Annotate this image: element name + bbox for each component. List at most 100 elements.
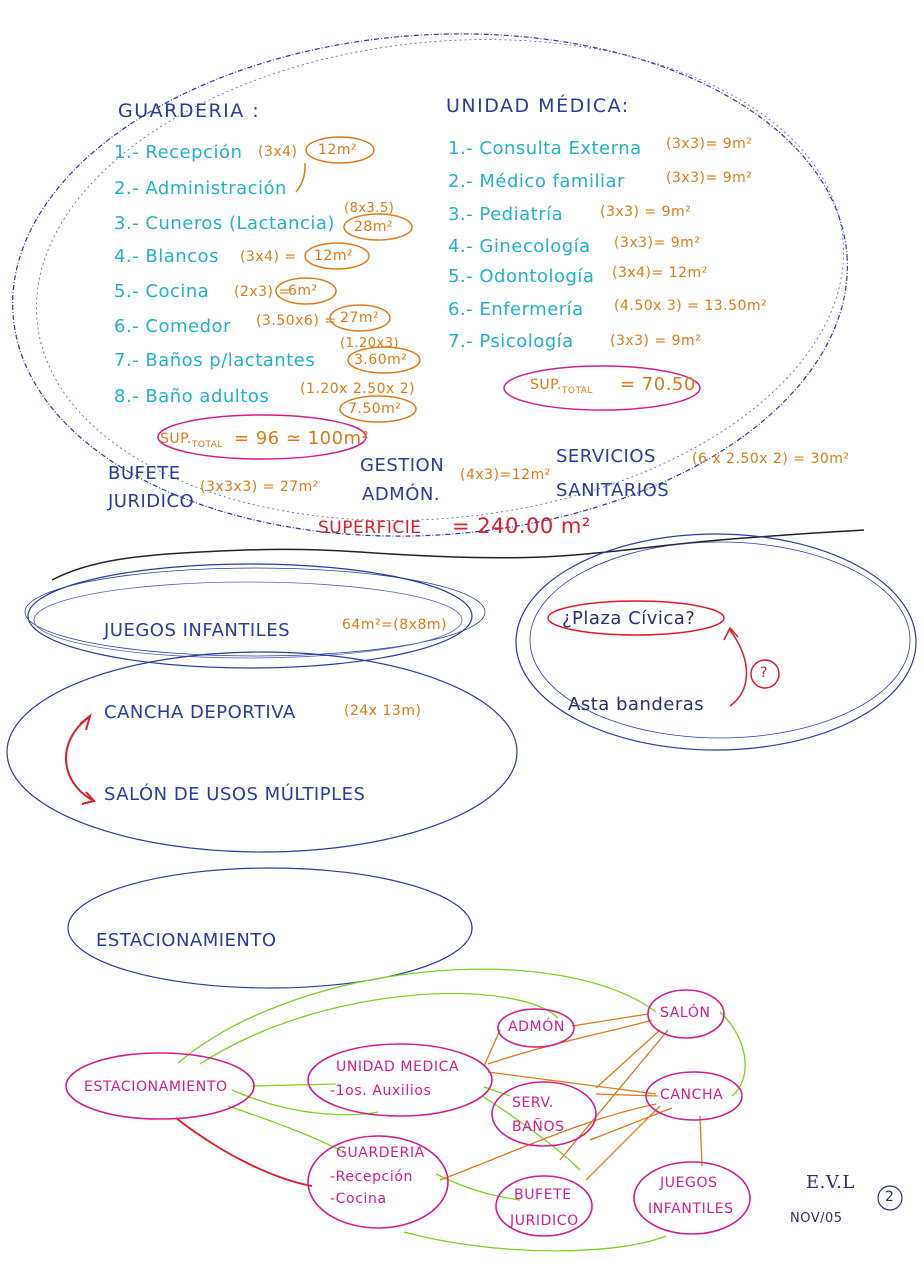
bufete-calc: (3x3x3) = 27m² xyxy=(200,479,319,495)
unidad-item-2: 2.- Médico familiar xyxy=(448,171,625,192)
guarderia-item-4-area: 12m² xyxy=(314,248,354,264)
node-oval-unidad xyxy=(307,1043,493,1117)
guarderia-item-4: 4.- Blancos xyxy=(114,246,219,267)
node-oval-bufete xyxy=(495,1175,593,1237)
guarderia-item-7-area: 3.60m² xyxy=(354,352,408,368)
node-juegos-l2: INFANTILES xyxy=(648,1201,734,1217)
asta-to-plaza-arrowhead xyxy=(723,626,739,641)
unidad-item-1-calc: (3x3)= 9m² xyxy=(666,136,753,152)
servicios-line2: SANITARIOS xyxy=(556,480,670,501)
guarderia-item-6: 6.- Comedor xyxy=(114,316,231,337)
plaza-question: ? xyxy=(760,665,768,681)
area-circle-cocina xyxy=(275,277,337,305)
node-serv-l2: BAÑOS xyxy=(512,1119,565,1135)
unidad-medica-title: UNIDAD MÉDICA: xyxy=(446,95,630,117)
node-estacionamiento: ESTACIONAMIENTO xyxy=(84,1079,228,1095)
node-unidad-l2: -1os. Auxilios xyxy=(330,1083,432,1099)
superficie-value: = 240.00 m² xyxy=(452,514,591,538)
unidad-sup-sub: TOTAL xyxy=(561,385,593,396)
node-guarderia-l1: GUARDERIA xyxy=(336,1145,425,1161)
unidad-item-4-calc: (3x3)= 9m² xyxy=(614,235,701,251)
bufete-line2: JURIDICO xyxy=(108,491,195,512)
guarderia-item-8: 8.- Baño adultos xyxy=(114,386,270,407)
estacionamiento-oval xyxy=(67,867,473,989)
gestion-calc: (4x3)=12m² xyxy=(460,467,551,483)
page-number: 2 xyxy=(885,1189,895,1205)
unidad-sup-label: SUP.TOTAL xyxy=(530,377,593,396)
arrow-admin-recepcion xyxy=(295,162,306,193)
servicios-line1: SERVICIOS xyxy=(556,446,656,467)
cancha-salon-arrowhead-bot xyxy=(81,791,96,805)
juegos-calc: 64m²=(8x8m) xyxy=(342,617,447,633)
gestion-line2: ADMÓN. xyxy=(362,484,441,505)
guarderia-item-4-dim: (3x4) = xyxy=(240,249,297,265)
guarderia-item-3-dim: (8x3.5) xyxy=(344,201,395,216)
wavy-divider xyxy=(51,529,865,581)
guarderia-title: GUARDERIA : xyxy=(118,100,261,122)
node-serv-l1: SERV. xyxy=(512,1095,554,1111)
node-bufete-l1: BUFETE xyxy=(514,1187,572,1203)
signature-date: NOV/05 xyxy=(790,1211,843,1226)
salon-label: SALÓN DE USOS MÚLTIPLES xyxy=(104,784,366,805)
plaza-oval-2 xyxy=(529,541,911,739)
node-guarderia-l3: -Cocina xyxy=(330,1191,387,1207)
juegos-label: JUEGOS INFANTILES xyxy=(104,620,291,641)
upper-program-oval xyxy=(12,33,848,537)
page-number-circle xyxy=(877,1185,903,1211)
node-admon: ADMÓN xyxy=(508,1019,565,1035)
plaza-label: ¿Plaza Cívica? xyxy=(562,608,696,629)
guarderia-item-5-area: 6m² xyxy=(288,283,318,299)
guarderia-item-3-area: 28m² xyxy=(354,219,394,235)
cancha-label: CANCHA DEPORTIVA xyxy=(104,702,296,723)
signature-initials: E.V.L xyxy=(806,1172,855,1193)
unidad-sup-value: = 70.50 xyxy=(620,374,696,395)
unidad-item-5-calc: (3x4)= 12m² xyxy=(612,265,708,281)
node-oval-serv xyxy=(491,1081,597,1147)
node-oval-juegos xyxy=(633,1161,751,1235)
node-guarderia-l2: -Recepción xyxy=(330,1169,413,1185)
juegos-oval xyxy=(27,563,473,669)
guarderia-sup-value: = 96 ≃ 100m² xyxy=(234,428,370,449)
juegos-oval-3 xyxy=(33,581,463,659)
connections-orange xyxy=(439,1013,703,1181)
guarderia-item-5: 5.- Cocina xyxy=(114,281,210,302)
area-circle-banos-lact xyxy=(347,346,421,374)
cancha-salon-arrow xyxy=(65,717,93,801)
area-circle-blancos xyxy=(304,242,370,270)
bufete-line1: BUFETE xyxy=(108,463,181,484)
superficie-label: SUPERFICIE xyxy=(318,518,422,538)
gestion-line1: GESTION xyxy=(360,455,445,476)
guarderia-item-3: 3.- Cuneros (Lactancia) xyxy=(114,213,335,234)
node-oval-guarderia xyxy=(307,1135,449,1229)
guarderia-sup-label: SUP.TOTAL xyxy=(160,431,223,450)
upper-program-oval-2 xyxy=(36,39,844,521)
guarderia-item-6-area: 27m² xyxy=(340,310,380,326)
unidad-item-7: 7.- Psicología xyxy=(448,331,574,352)
node-juegos-l1: JUEGOS xyxy=(660,1175,718,1191)
asta-to-plaza-arrow xyxy=(729,629,748,707)
guarderia-item-6-dim: (3.50x6) = xyxy=(256,313,337,329)
node-unidad-l1: UNIDAD MEDICA xyxy=(336,1059,460,1075)
plaza-oval xyxy=(515,533,917,751)
node-cancha: CANCHA xyxy=(660,1087,724,1103)
node-ovals xyxy=(65,989,751,1237)
area-circle-bano-adultos xyxy=(339,395,417,423)
unidad-item-5: 5.- Odontología xyxy=(448,266,595,287)
area-circle-comedor xyxy=(329,304,391,332)
servicios-calc: (6 x 2.50x 2) = 30m² xyxy=(692,451,850,467)
guarderia-item-5-dim: (2x3) = xyxy=(234,284,291,300)
area-circle-cuneros xyxy=(343,213,413,241)
unidad-item-1: 1.- Consulta Externa xyxy=(448,138,642,159)
plaza-label-circle xyxy=(547,600,725,636)
juegos-oval-2 xyxy=(24,567,486,657)
guarderia-sup-sub: TOTAL xyxy=(191,439,223,450)
guarderia-item-1-area: 12m² xyxy=(318,142,358,158)
question-circle xyxy=(750,659,780,689)
node-bufete-l2: JURIDICO xyxy=(510,1213,579,1229)
guarderia-item-2: 2.- Administración xyxy=(114,178,287,199)
node-oval-estacionamiento xyxy=(65,1052,255,1120)
cancha-salon-arrowhead-top xyxy=(79,713,92,731)
guarderia-item-8-dim: (1.20x 2.50x 2) xyxy=(300,381,416,397)
unidad-item-3-calc: (3x3) = 9m² xyxy=(600,204,692,220)
